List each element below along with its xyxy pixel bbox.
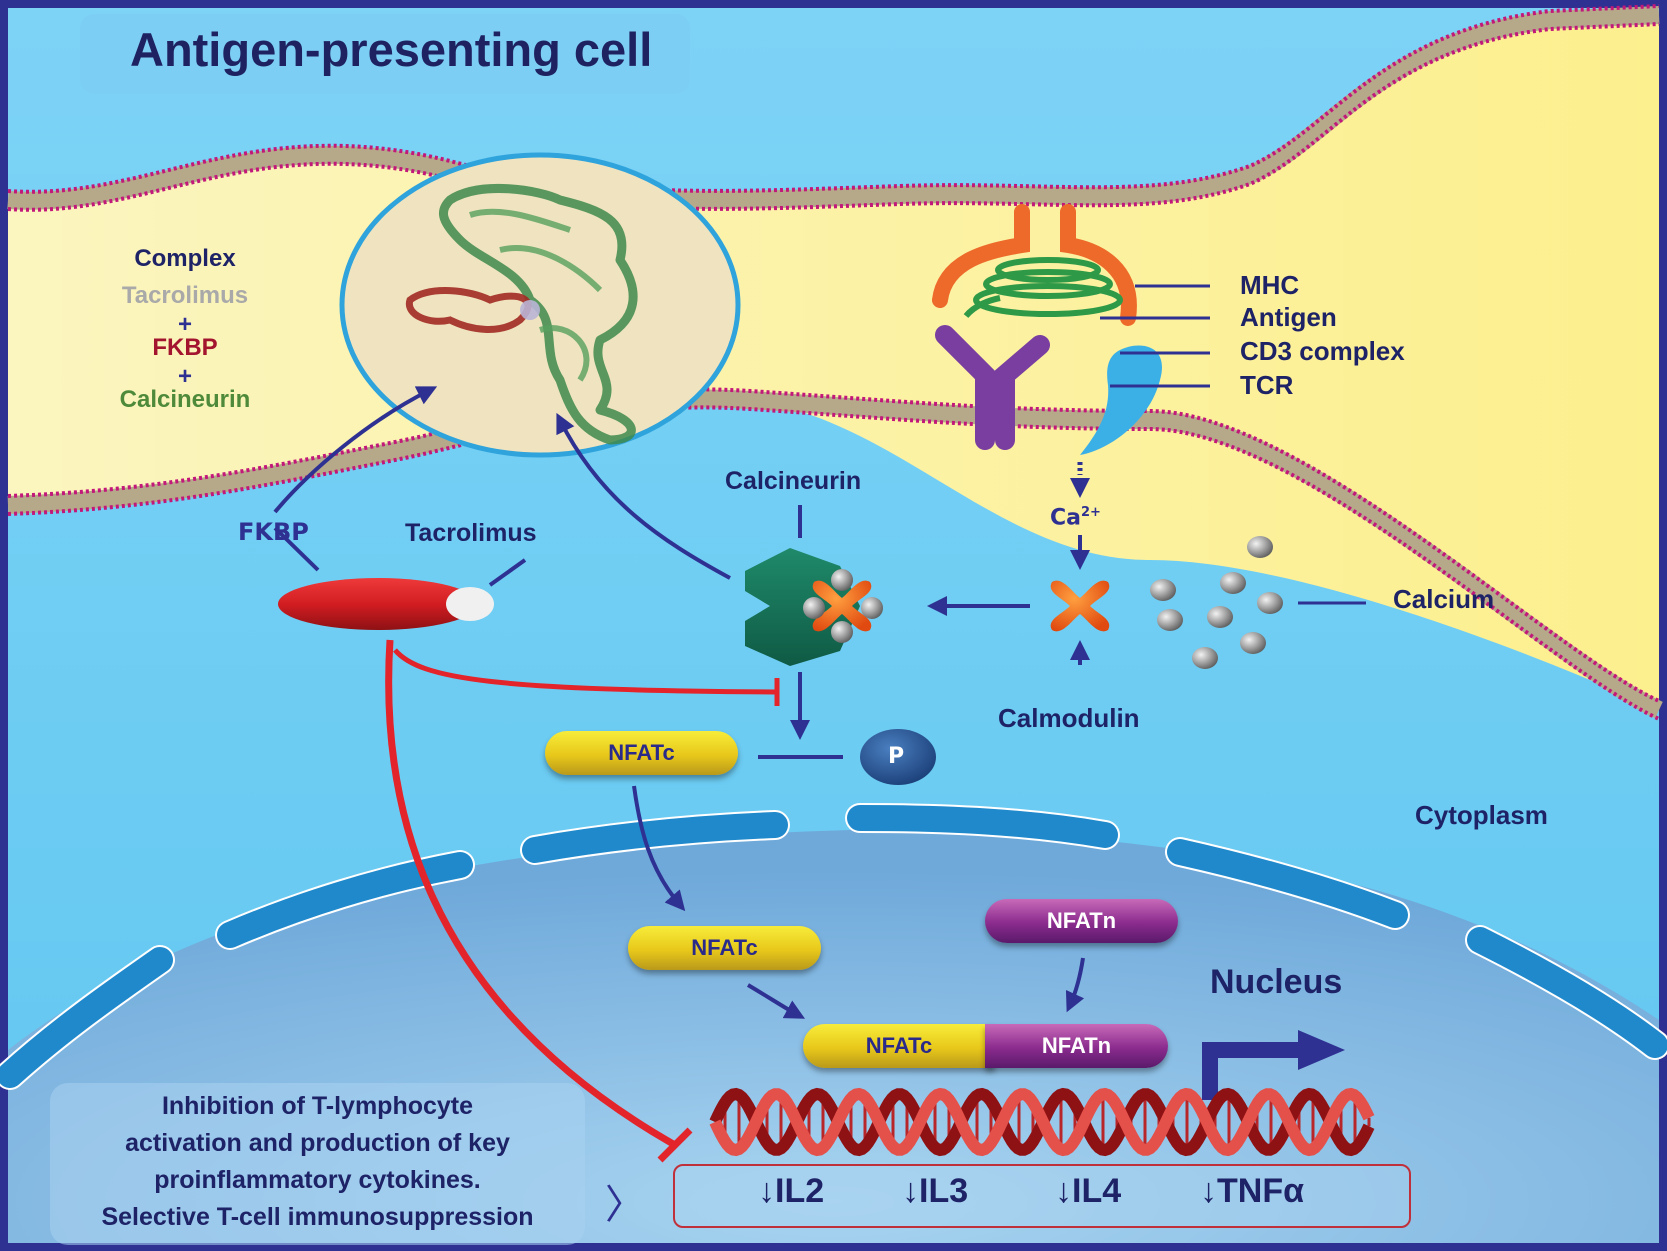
plus-sign: +	[177, 311, 192, 338]
plus-sign: +	[177, 363, 192, 390]
calcium-ion	[1257, 592, 1283, 614]
tcr-molecule	[1080, 345, 1162, 455]
outcome-text: Inhibition of T-lymphocyte activation an…	[50, 1088, 585, 1236]
calcium-ion	[1192, 647, 1218, 669]
arrow-nfatn-to-dimer	[1065, 957, 1085, 1013]
calcium-label: Calcium	[1393, 584, 1495, 614]
fkbp-label: FKBP	[238, 518, 309, 546]
cytokine-tnfa: ↓TNFα	[1200, 1172, 1304, 1211]
receptor-label-lines	[1100, 284, 1210, 388]
lower-membrane	[7, 387, 1663, 721]
calcineurin-molecule	[745, 548, 883, 666]
fkbp-tacrolimus-capsule	[278, 578, 494, 630]
outcome-line: activation and production of key	[125, 1129, 510, 1157]
calcium-ion	[1240, 632, 1266, 654]
cytokine-il4: ↓IL4	[1055, 1172, 1121, 1211]
mhc-label: MHC	[1240, 270, 1300, 300]
phosphate-label: P	[888, 744, 905, 769]
arrow-nfatc-to-dimer	[746, 983, 806, 1019]
cytokine-name: IL3	[919, 1172, 969, 1210]
inhibit-transcription-line	[385, 639, 677, 1149]
complex-legend-item: Calcineurin	[119, 386, 251, 413]
calcium-ion	[1157, 609, 1183, 631]
cytokine-name: TNFα	[1217, 1172, 1304, 1210]
outcome-line: Inhibition of T-lymphocyte	[161, 1092, 474, 1120]
chevron-right-icon: 〉	[605, 1183, 645, 1227]
calcineurin-label: Calcineurin	[725, 467, 862, 495]
nfatn-dimer-part: NFATn	[985, 1024, 1168, 1068]
cytokine-il3: ↓IL3	[902, 1172, 968, 1211]
calcium-ion-label: Ca2+	[1050, 505, 1101, 530]
antigen-helix	[963, 257, 1123, 319]
cytokine-panel	[673, 1164, 1411, 1228]
dna-strand	[709, 1087, 1375, 1157]
upper-membrane	[7, 4, 1660, 212]
calcium-ion	[1220, 572, 1246, 594]
nfatc-dimer-part: NFATc	[803, 1024, 995, 1068]
arrow-nfatc-into-nucleus	[632, 785, 686, 912]
outcome-panel	[50, 1083, 585, 1245]
calcium-ion	[1150, 579, 1176, 601]
cytokine-name: IL2	[775, 1172, 825, 1210]
outcome-line: Selective T-cell immunosuppression	[101, 1203, 534, 1231]
arrow-fkbp-to-complex	[273, 386, 438, 514]
antigen-label: Antigen	[1240, 302, 1337, 332]
title-banner	[80, 14, 690, 94]
nfatc-cytoplasmic: NFATc	[545, 731, 738, 775]
down-arrow-icon: ↓	[902, 1172, 919, 1210]
dna-helix	[709, 1087, 1375, 1157]
calmodulin-label: Calmodulin	[998, 703, 1140, 733]
transcription-arrow	[1202, 1030, 1345, 1100]
cytoplasm-label: Cytoplasm	[1415, 800, 1548, 830]
cd3-complex-label: CD3 complex	[1240, 336, 1405, 366]
calcium-ions	[1150, 536, 1283, 669]
tcr-label: TCR	[1240, 370, 1294, 400]
calcium-ion	[1247, 536, 1273, 558]
nucleus-label: Nucleus	[1210, 963, 1343, 1001]
down-arrow-icon: ↓	[1055, 1172, 1072, 1210]
calmodulin-molecule	[1050, 580, 1110, 632]
calcium-ion	[1207, 606, 1233, 628]
calcium-ion-charge: 2+	[1081, 505, 1101, 520]
phosphate-ball	[860, 729, 936, 785]
tacrolimus-label-line	[488, 558, 527, 587]
tacrolimus-label: Tacrolimus	[405, 519, 537, 547]
complex-legend-item: Tacrolimus	[121, 282, 249, 309]
outcome-line: proinflammatory cytokines.	[154, 1166, 481, 1194]
arrow-calcineurin-to-complex	[556, 412, 731, 580]
complex-legend-heading: Complex	[134, 245, 236, 272]
protein-complex-structure	[339, 152, 741, 458]
calcium-ion-symbol: Ca	[1050, 505, 1081, 531]
cytokine-name: IL4	[1072, 1172, 1122, 1210]
complex-legend-item: FKBP	[152, 334, 218, 361]
inhibit-calcineurin-line	[393, 648, 776, 695]
nuclear-envelope	[0, 803, 1667, 1090]
down-arrow-icon: ↓	[1200, 1172, 1217, 1210]
nfatn-free: NFATn	[985, 899, 1178, 943]
mhc-molecule	[932, 204, 1137, 326]
cd3-complex	[935, 325, 1050, 450]
down-arrow-icon: ↓	[758, 1172, 775, 1210]
nfatc-nuclear: NFATc	[628, 926, 821, 970]
page-title: Antigen-presenting cell	[130, 23, 653, 76]
inhibit-transcription-bar	[657, 1127, 693, 1163]
cytokine-il2: ↓IL2	[758, 1172, 824, 1211]
fkbp-label-line	[273, 526, 320, 572]
